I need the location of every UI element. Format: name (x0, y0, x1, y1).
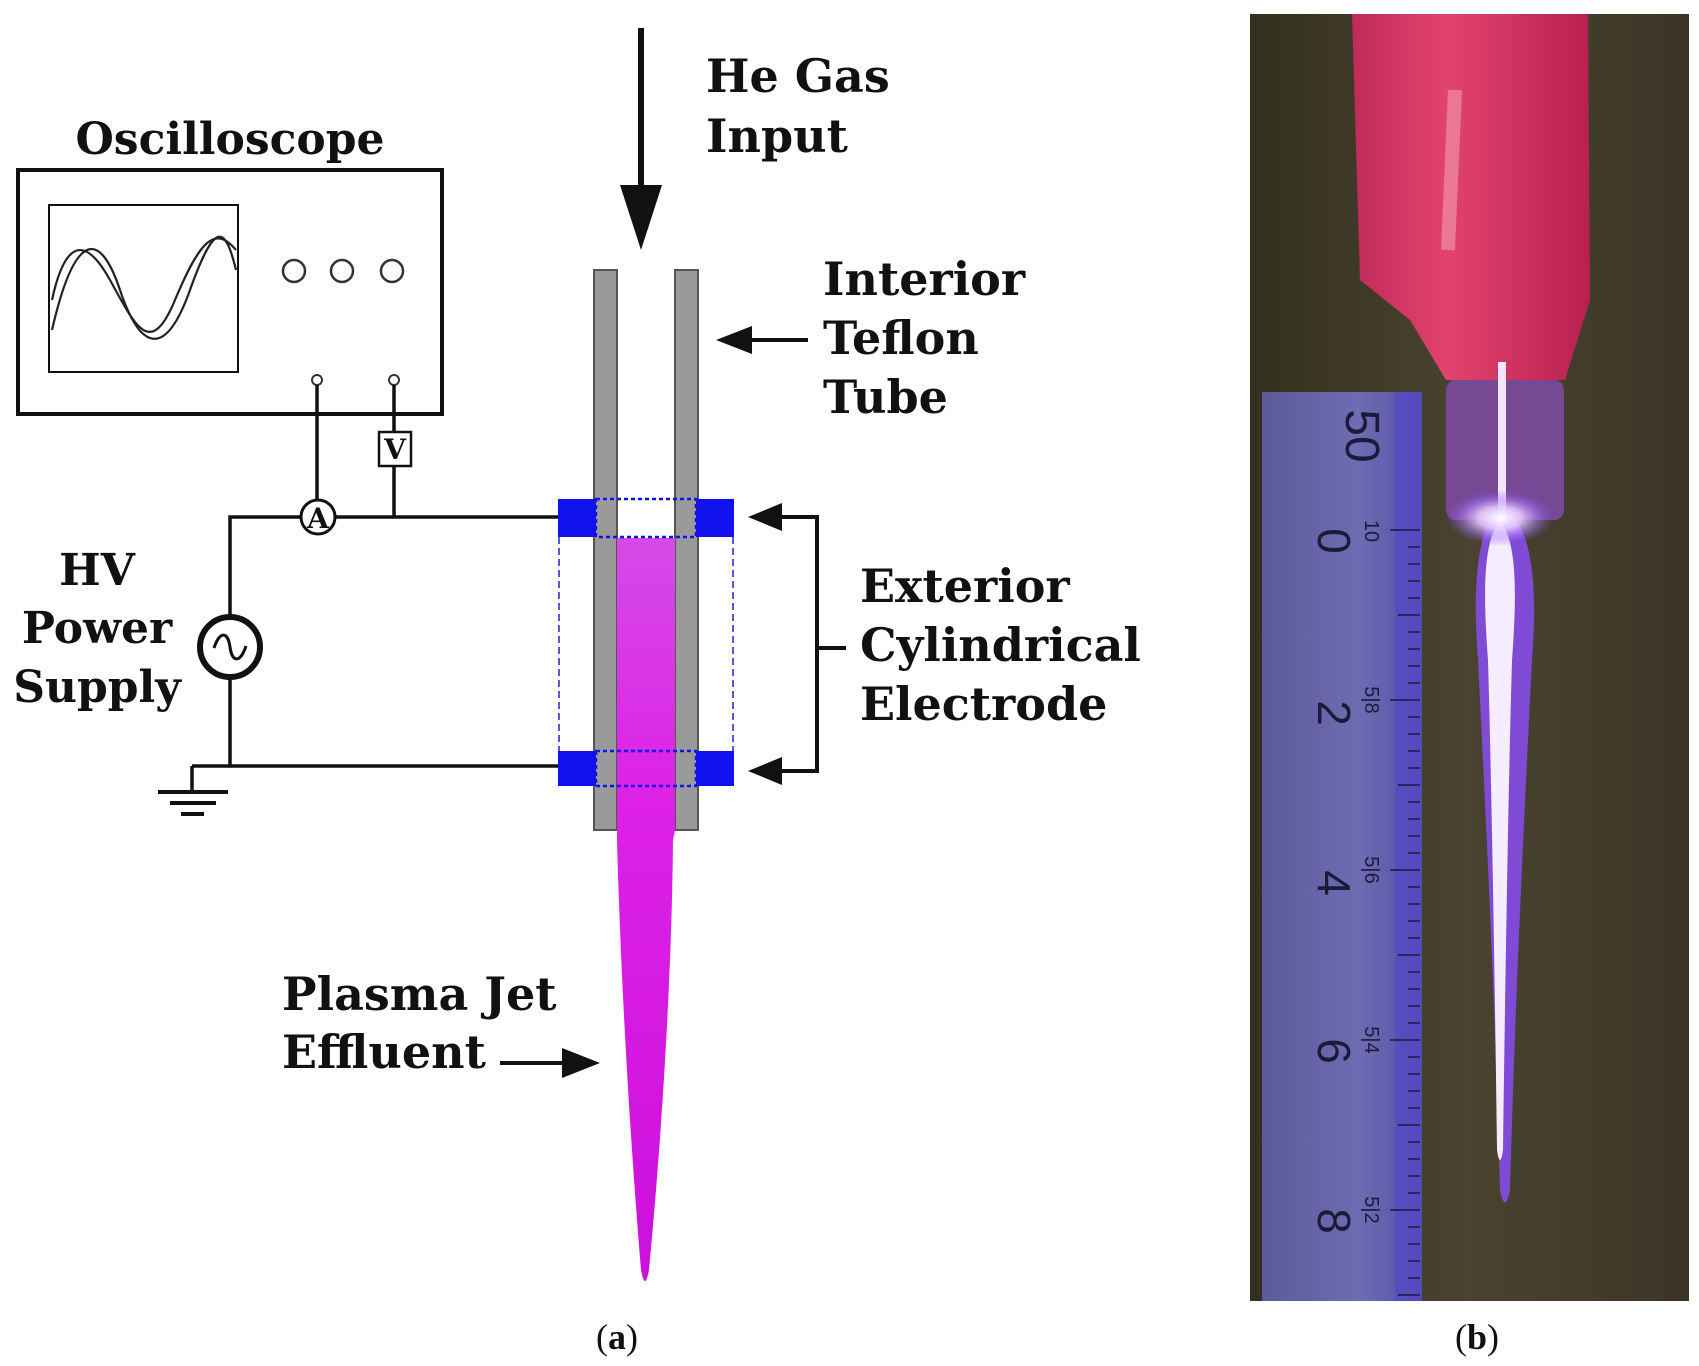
down-arrow-icon (620, 28, 662, 250)
circuit-wires (190, 385, 560, 790)
photo-plasma-core (1485, 520, 1515, 1160)
ruler-number-6: 6 (1308, 1038, 1360, 1064)
electrode-arrow-bottom (748, 757, 790, 785)
ruler-numbers: 50 0 2 4 6 8 10 5|8 5|6 5|4 5|2 (1308, 409, 1388, 1233)
nozzle-highlight (1441, 89, 1462, 251)
ruler-number-4: 4 (1308, 870, 1360, 896)
ruler-number-0: 0 (1308, 528, 1360, 554)
ruler-mark-10: 10 (1360, 520, 1382, 542)
plasma-label-1: Plasma Jet (282, 967, 557, 1021)
photo-plasma-channel (1498, 362, 1506, 522)
ruler-mark-58: 5|8 (1360, 686, 1382, 713)
ground-icon (158, 790, 228, 816)
hv-label-1: HV (59, 545, 136, 596)
ruler-mark-52: 5|2 (1360, 1196, 1382, 1223)
bracket-icon (788, 515, 846, 773)
oscilloscope: Oscilloscope (16, 114, 444, 416)
right-arrow-icon (500, 1048, 600, 1078)
ammeter: A (299, 498, 337, 536)
panel-a-schematic: Oscilloscope A (13, 28, 1141, 1357)
electrode-top (558, 497, 734, 539)
ruler: 50 0 2 4 6 8 10 5|8 5|6 5|4 5|2 (1262, 392, 1422, 1301)
knob-2 (329, 258, 355, 284)
oscilloscope-label: Oscilloscope (75, 114, 384, 165)
ac-source-icon (197, 614, 263, 680)
teflon-label-3: Tube (823, 370, 948, 424)
ruler-number-50: 50 (1335, 409, 1388, 462)
caption-b: (b) (1455, 1317, 1499, 1357)
left-arrow-icon (716, 326, 808, 354)
voltmeter: V (377, 430, 413, 468)
ruler-mark-56: 5|6 (1360, 856, 1382, 883)
caption-a: (a) (596, 1317, 638, 1357)
ruler-number-2: 2 (1308, 700, 1360, 726)
electrode-arrow-top (748, 503, 790, 531)
ruler-ticks (1390, 529, 1420, 1296)
teflon-tube-left-wall (593, 269, 618, 831)
teflon-label-1: Interior (823, 252, 1026, 306)
hv-label-2: Power (22, 603, 173, 654)
panel-b-photo: 50 0 2 4 6 8 10 5|8 5|6 5|4 5|2 (b) (1250, 14, 1689, 1357)
knob-1 (281, 258, 307, 284)
ruler-mark-54: 5|4 (1360, 1026, 1382, 1053)
plasma-label-2: Effluent (282, 1025, 487, 1079)
electrode-bottom (558, 749, 734, 788)
knob-3 (379, 258, 405, 284)
ruler-number-8: 8 (1308, 1208, 1360, 1234)
electrode-label-2: Cylindrical (860, 618, 1141, 672)
probe-terminal-2 (388, 374, 400, 386)
oscilloscope-screen (48, 204, 239, 373)
photo-plasma-glow (1445, 490, 1555, 546)
plasma-jet (617, 538, 675, 1281)
electrode-label-1: Exterior (860, 559, 1070, 613)
teflon-tube-right-wall (674, 269, 699, 831)
hv-label-3: Supply (13, 662, 182, 713)
he-gas-label-1: He Gas (706, 49, 890, 103)
nozzle-cone (1352, 14, 1590, 380)
teflon-label-2: Teflon (823, 311, 979, 365)
sine-wave-2 (50, 237, 237, 333)
ammeter-label: A (306, 502, 330, 535)
electrode-label-3: Electrode (860, 677, 1107, 731)
he-gas-label-2: Input (706, 109, 849, 163)
voltmeter-label: V (383, 433, 407, 466)
probe-terminal-1 (311, 374, 323, 386)
